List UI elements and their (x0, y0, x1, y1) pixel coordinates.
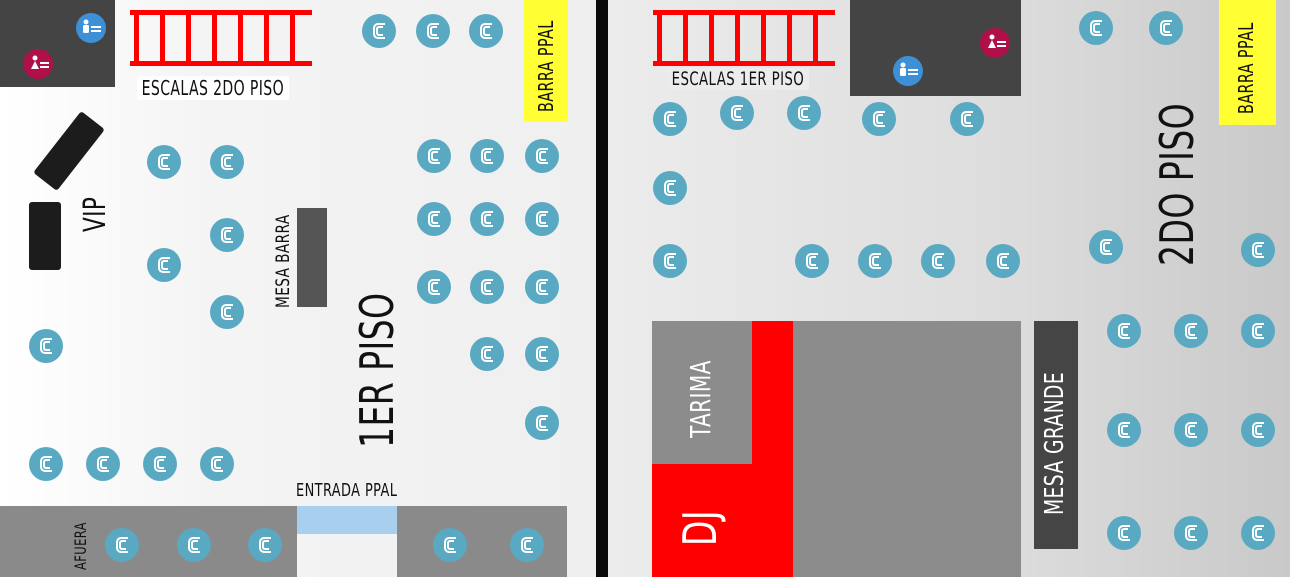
table-icon[interactable] (1174, 413, 1208, 447)
restroom-male-icon (893, 56, 923, 86)
table-icon[interactable] (787, 96, 821, 130)
table-icon[interactable] (950, 102, 984, 136)
outside-label: AFUERA (71, 522, 90, 570)
table-icon[interactable] (1107, 314, 1141, 348)
table-icon[interactable] (1089, 230, 1123, 264)
bar-table-label: MESA BARRA (272, 214, 294, 308)
dj-booth (652, 464, 793, 577)
table-icon[interactable] (862, 102, 896, 136)
table-icon[interactable] (653, 244, 687, 278)
outside-area-left (0, 506, 297, 577)
dj-label: DJ (673, 509, 727, 546)
table-icon[interactable] (470, 337, 504, 371)
table-icon[interactable] (29, 329, 63, 363)
floor-1-title: 1ER PISO (350, 292, 404, 448)
table-icon[interactable] (210, 145, 244, 179)
table-icon[interactable] (210, 218, 244, 252)
table-icon[interactable] (417, 139, 451, 173)
stairs-icon (653, 10, 835, 66)
table-icon[interactable] (795, 244, 829, 278)
table-icon[interactable] (200, 447, 234, 481)
table-icon[interactable] (86, 447, 120, 481)
table-icon[interactable] (1241, 413, 1275, 447)
table-icon[interactable] (417, 270, 451, 304)
stairs-icon (130, 10, 312, 66)
table-icon[interactable] (248, 528, 282, 562)
stage-label: TARIMA (684, 360, 717, 438)
big-table (1034, 321, 1078, 549)
table-icon[interactable] (525, 202, 559, 236)
table-icon[interactable] (470, 202, 504, 236)
table-icon[interactable] (433, 528, 467, 562)
table-icon[interactable] (653, 171, 687, 205)
table-icon[interactable] (470, 139, 504, 173)
table-icon[interactable] (525, 139, 559, 173)
table-icon[interactable] (469, 14, 503, 48)
table-icon[interactable] (105, 528, 139, 562)
table-icon[interactable] (147, 145, 181, 179)
stairs-2nd-floor-label: ESCALAS 2DO PISO (137, 76, 289, 100)
table-icon[interactable] (177, 528, 211, 562)
table-icon[interactable] (921, 244, 955, 278)
table-icon[interactable] (417, 202, 451, 236)
table-icon[interactable] (510, 528, 544, 562)
floor-divider (596, 0, 608, 577)
bar-table (297, 208, 327, 307)
vip-label: VIP (78, 196, 113, 232)
table-icon[interactable] (1174, 516, 1208, 550)
table-icon[interactable] (1174, 314, 1208, 348)
table-icon[interactable] (858, 244, 892, 278)
restroom-female-icon (980, 28, 1010, 58)
table-icon[interactable] (525, 270, 559, 304)
main-bar-label: BARRA PPAL (1234, 22, 1258, 114)
table-icon[interactable] (1241, 233, 1275, 267)
table-icon[interactable] (525, 406, 559, 440)
restroom-female-icon (23, 49, 53, 79)
table-icon[interactable] (470, 270, 504, 304)
main-bar-floor-1 (524, 0, 568, 122)
table-icon[interactable] (986, 244, 1020, 278)
table-icon[interactable] (1241, 314, 1275, 348)
main-bar-floor-2 (1219, 0, 1276, 125)
table-icon[interactable] (362, 14, 396, 48)
table-icon[interactable] (720, 96, 754, 130)
vip-sofa-vertical (29, 202, 61, 270)
table-icon[interactable] (143, 447, 177, 481)
table-icon[interactable] (210, 295, 244, 329)
table-icon[interactable] (1107, 413, 1141, 447)
table-icon[interactable] (29, 447, 63, 481)
main-entrance-label: ENTRADA PPAL (296, 480, 398, 501)
stairs-1st-floor-label: ESCALAS 1ER PISO (667, 68, 809, 90)
main-bar-label: BARRA PPAL (534, 20, 558, 112)
big-table-label: MESA GRANDE (1040, 371, 1070, 515)
restroom-male-icon (76, 13, 106, 43)
table-icon[interactable] (1079, 11, 1113, 45)
table-icon[interactable] (1107, 516, 1141, 550)
table-icon[interactable] (147, 248, 181, 282)
table-icon[interactable] (653, 102, 687, 136)
main-entrance (297, 506, 397, 534)
stage (652, 321, 752, 464)
table-icon[interactable] (1241, 516, 1275, 550)
table-icon[interactable] (1149, 11, 1183, 45)
floor-2-title: 2DO PISO (1150, 102, 1204, 266)
table-icon[interactable] (416, 14, 450, 48)
table-icon[interactable] (525, 337, 559, 371)
